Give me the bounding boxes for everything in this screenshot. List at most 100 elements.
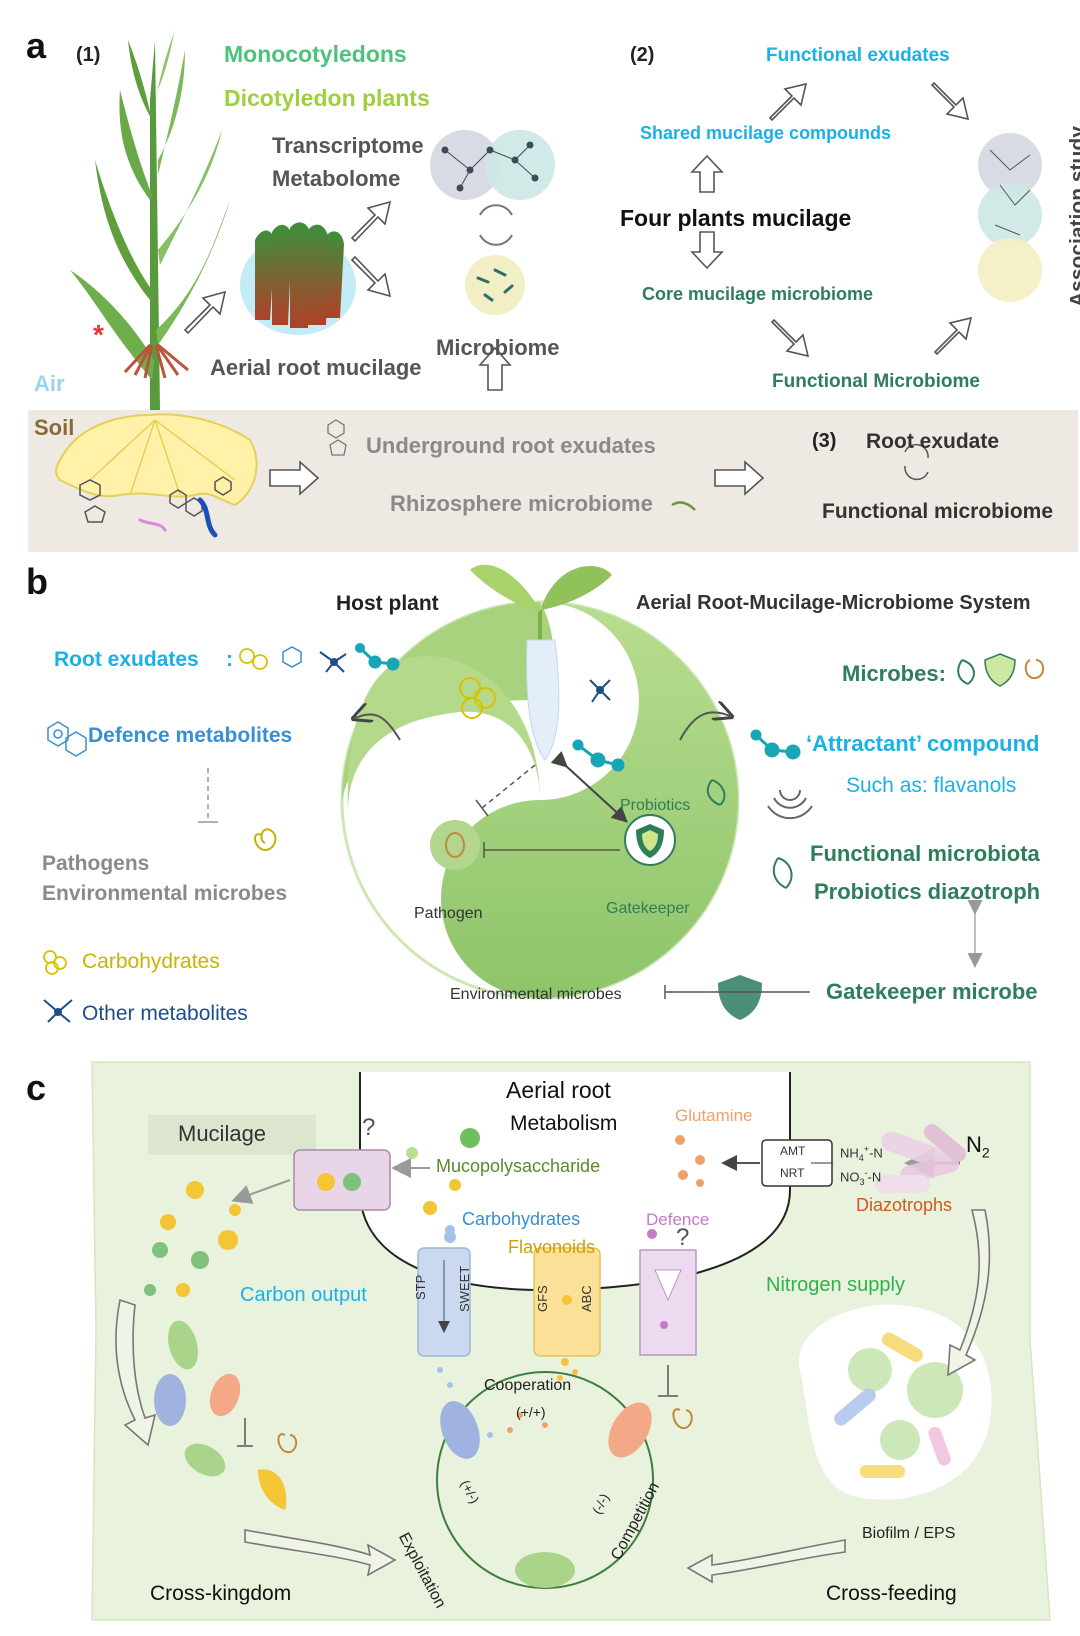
system-label: Aerial Root-Mucilage-Microbiome System	[636, 592, 1031, 614]
host-plant-label: Host plant	[336, 592, 439, 615]
root-exudates-label: Root exudates	[54, 648, 199, 671]
abc-label: ABC	[579, 1285, 594, 1312]
question-mark-1: ?	[362, 1114, 376, 1141]
root-system-illustration	[55, 413, 258, 507]
sub-label-2: (2)	[630, 44, 655, 66]
pathogen-legend-icon	[254, 828, 277, 852]
panel-b-letter: b	[26, 561, 48, 602]
panel-a-arrows	[183, 81, 973, 496]
soil-label: Soil	[34, 415, 75, 440]
nitrate-label: NO3--N	[840, 1168, 882, 1187]
gatekeeper-microbe-label: Gatekeeper microbe	[826, 979, 1038, 1004]
root-exudate-icons	[239, 643, 400, 673]
defence-label: Defence	[646, 1210, 710, 1229]
defence-metabolite-icon	[47, 721, 87, 757]
flavonoids-label: Flavonoids	[508, 1237, 596, 1257]
microbiome-circle-icon	[465, 255, 525, 315]
signal-waves-icon	[767, 789, 813, 820]
carbohydrates-legend-icon	[43, 950, 67, 975]
metabolism-label: Metabolism	[510, 1112, 618, 1135]
root-exudates-colon: :	[226, 648, 233, 671]
pink-microbe-icon	[138, 518, 167, 532]
sub-label-1: (1)	[76, 44, 101, 66]
dicotyledon-label: Dicotyledon plants	[224, 85, 430, 111]
flavanols-label: Such as: flavanols	[846, 774, 1017, 797]
attractant-icon	[750, 729, 801, 760]
blue-microbe-icon	[197, 497, 218, 538]
small-cycle-icon	[904, 443, 929, 481]
n2-label: N2	[966, 1132, 990, 1161]
other-metabolites-legend-icon	[43, 999, 73, 1023]
metabolome-label: Metabolome	[272, 166, 401, 191]
soil-molecule-icons	[79, 476, 232, 523]
cooperation-sign: (+/+)	[516, 1404, 546, 1420]
gatekeeper-shield-icon	[718, 975, 762, 1020]
nrt-label: NRT	[780, 1166, 805, 1180]
gatekeeper-label: Gatekeeper	[606, 900, 690, 917]
functional-microbiota-label: Functional microbiota	[810, 841, 1040, 866]
maize-plant-illustration	[70, 30, 230, 410]
four-plants-label: Four plants mucilage	[620, 205, 852, 231]
aerial-root-label: Aerial root	[506, 1077, 611, 1103]
shared-compounds-label: Shared mucilage compounds	[640, 123, 892, 143]
probiotics-label: Probiotics	[620, 797, 691, 814]
stp-label: STP	[413, 1274, 428, 1300]
attractant-compound-label: ‘Attractant’ compound	[806, 731, 1040, 756]
panel-a-letter: a	[26, 25, 47, 66]
functional-microbe-icon	[772, 857, 793, 889]
air-label: Air	[34, 371, 65, 396]
diazotroph-cluster	[875, 1124, 967, 1193]
environmental-microbes-label: Environmental microbes	[42, 882, 288, 905]
network-icon	[430, 130, 555, 200]
cycle-arrows-icon	[479, 204, 513, 246]
diazotrophs-label: Diazotrophs	[856, 1195, 953, 1215]
glutamine-dots	[675, 1135, 705, 1187]
panel-c-flow-arrows	[115, 1209, 991, 1584]
carbohydrates-label: Carbohydrates	[462, 1209, 581, 1229]
underground-exudates-label: Underground root exudates	[366, 433, 656, 458]
core-microbiome-label: Core mucilage microbiome	[642, 284, 874, 304]
mucopolysaccharide-label: Mucopolysaccharide	[436, 1156, 601, 1176]
carbohydrates-legend-label: Carbohydrates	[82, 950, 220, 973]
asterisk-mark: *	[93, 319, 104, 350]
seedling-illustration	[470, 564, 612, 761]
biofilm-illustration	[798, 1304, 992, 1500]
mucilage-label-bg	[148, 1115, 316, 1155]
question-mark-2: ?	[676, 1224, 690, 1251]
ammonium-label: NH4+-N	[840, 1144, 883, 1163]
association-study-label: Association study	[1066, 126, 1080, 307]
transcriptome-label: Transcriptome	[272, 133, 424, 158]
cross-kingdom-microbes	[154, 1320, 287, 1510]
pathogen-label: Pathogen	[414, 905, 483, 922]
cycle-microbes	[440, 1401, 652, 1588]
output-dots	[437, 1358, 578, 1438]
pathogen-circle	[430, 820, 480, 870]
root-exudate-label: Root exudate	[866, 430, 1000, 453]
amt-label: AMT	[780, 1144, 806, 1158]
cross-kingdom-label: Cross-kingdom	[150, 1582, 292, 1605]
defence-transporter	[639, 1249, 697, 1356]
other-metabolites-legend-label: Other metabolites	[82, 1002, 248, 1025]
gfs-abc-transporter	[533, 1247, 601, 1357]
microbiome-label: Microbiome	[436, 335, 560, 360]
defence-metabolites-label: Defence metabolites	[88, 724, 293, 747]
functional-exudates-label: Functional exudates	[766, 45, 950, 66]
environmental-microbes-small-label: Environmental microbes	[450, 986, 622, 1003]
mucilage-label: Mucilage	[178, 1121, 267, 1146]
functional-microbiome-2-label: Functional microbiome	[822, 500, 1054, 523]
functional-microbiome-label: Functional Microbiome	[772, 371, 980, 392]
biofilm-label: Biofilm / EPS	[862, 1525, 956, 1542]
mucilage-particles	[144, 1128, 480, 1297]
sub-label-3: (3)	[812, 430, 837, 452]
stp-sweet-transporter	[417, 1247, 471, 1357]
other-metabolite-icon	[589, 679, 611, 703]
gfs-label: GFS	[535, 1285, 550, 1312]
microbes-icons	[957, 653, 1045, 687]
probiotics-diazotroph-label: Probiotics diazotroph	[814, 879, 1041, 904]
rhizosphere-label: Rhizosphere microbiome	[390, 491, 653, 516]
sweet-label: SWEET	[457, 1265, 472, 1312]
mucilage-illustration	[240, 222, 356, 335]
glutamine-label: Glutamine	[675, 1106, 753, 1125]
aerial-root-mucilage-label: Aerial root mucilage	[210, 355, 422, 380]
mucopolysaccharide-transporter	[293, 1149, 391, 1211]
